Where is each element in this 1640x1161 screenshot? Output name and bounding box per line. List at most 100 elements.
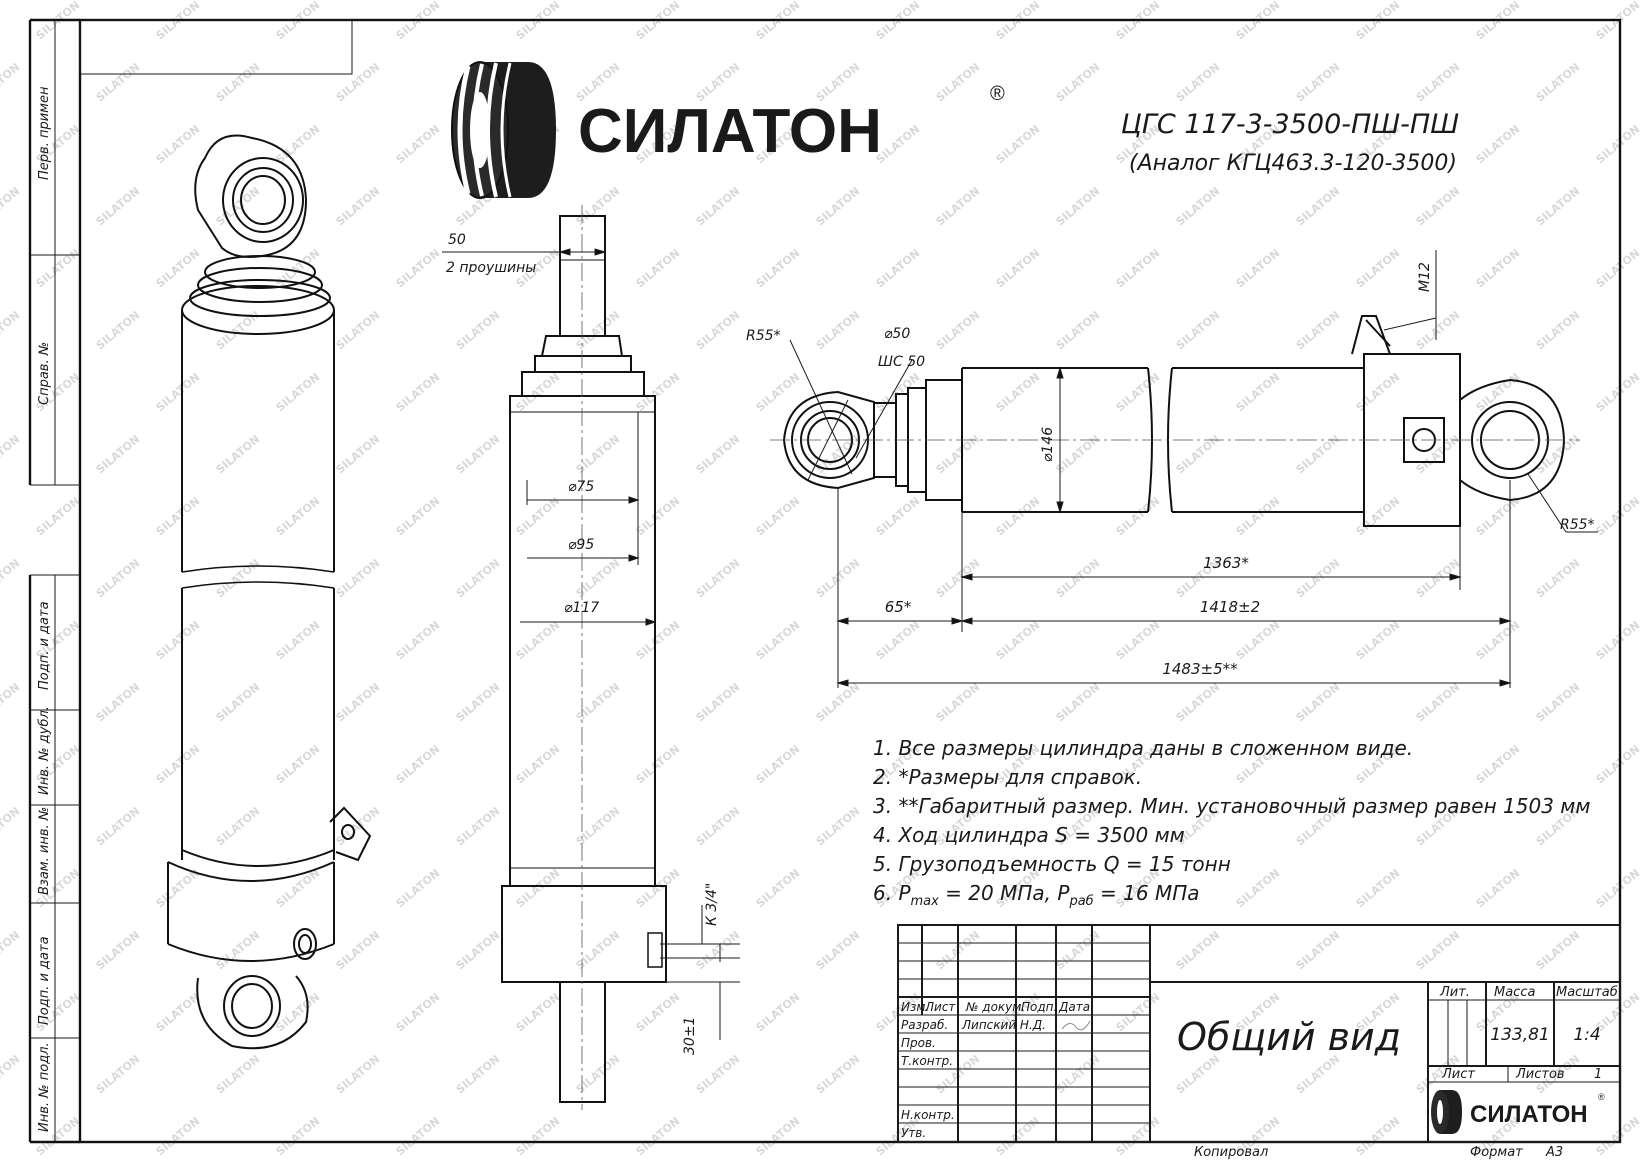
watermark-text: SILATON (1354, 866, 1403, 910)
watermark-text: SILATON (814, 928, 863, 972)
watermark-text: SILATON (1174, 184, 1223, 228)
watermark-text: SILATON (214, 804, 263, 848)
format-label: Формат (1470, 1145, 1523, 1160)
side-label-vzam: Взам. инв. № (37, 807, 52, 895)
note-4: 4. Ход цилиндра S = 3500 мм (873, 823, 1185, 847)
watermark-text: SILATON (754, 618, 803, 662)
watermark-text: SILATON (394, 494, 443, 538)
watermark-text: SILATON (634, 494, 683, 538)
tb-sheets-label: Листов (1515, 1067, 1565, 1082)
watermark-text: SILATON (1294, 308, 1343, 352)
registered-mark: ® (990, 83, 1005, 105)
dim-eye-note: 2 проушины (446, 260, 536, 276)
watermark-text: SILATON (274, 1114, 323, 1158)
watermark-text: SILATON (0, 804, 22, 848)
watermark-text: SILATON (454, 680, 503, 724)
watermark-text: SILATON (634, 246, 683, 290)
watermark-text: SILATON (94, 556, 143, 600)
watermark-text: SILATON (1354, 1114, 1403, 1158)
side-label-inv-podl: Инв. № подл. (37, 1042, 52, 1132)
watermark-text: SILATON (334, 432, 383, 476)
watermark-text: SILATON (1294, 680, 1343, 724)
tb-role-utv: Утв. (901, 1126, 926, 1140)
watermark-text: SILATON (1414, 60, 1463, 104)
tb-developer-name: Липский Н.Д. (961, 1018, 1046, 1032)
watermark-text: SILATON (274, 990, 323, 1034)
watermark-text: SILATON (1354, 618, 1403, 662)
watermark-text: SILATON (574, 432, 623, 476)
dim-1418: 1418±2 (1200, 598, 1260, 616)
watermark-text: SILATON (1594, 618, 1640, 662)
watermark-text: SILATON (394, 1114, 443, 1158)
watermark-text: SILATON (1414, 308, 1463, 352)
watermark-text: SILATON (454, 1052, 503, 1096)
watermark-text: SILATON (214, 1052, 263, 1096)
watermark-text: SILATON (754, 990, 803, 1034)
tb-scale-value: 1:4 (1573, 1025, 1600, 1045)
watermark-text: SILATON (274, 122, 323, 166)
watermark-text: SILATON (1294, 928, 1343, 972)
watermark-text: SILATON (154, 1114, 203, 1158)
dim-sh50: ШС 50 (878, 354, 925, 370)
watermark-text: SILATON (814, 804, 863, 848)
watermark-text: SILATON (454, 308, 503, 352)
watermark-text: SILATON (94, 928, 143, 972)
tb-header-podp: Подп. (1021, 1000, 1057, 1014)
watermark-text: SILATON (1054, 184, 1103, 228)
watermark-text: SILATON (634, 1114, 683, 1158)
watermark-text: SILATON (0, 928, 22, 972)
watermark-text: SILATON (0, 432, 22, 476)
watermark-text: SILATON (1174, 308, 1223, 352)
watermark-text: SILATON (1234, 618, 1283, 662)
tb-header-doc: № докум. (965, 1000, 1025, 1014)
note-1: 1. Все размеры цилиндра даны в сложенном… (873, 736, 1413, 760)
watermark-text: SILATON (1234, 494, 1283, 538)
watermark-text: SILATON (454, 804, 503, 848)
watermark-text: SILATON (94, 184, 143, 228)
dim-65: 65* (885, 598, 912, 616)
watermark-text: SILATON (214, 928, 263, 972)
side-label-podp-1: Подп. и дата (37, 601, 52, 690)
watermark-text: SILATON (214, 556, 263, 600)
watermark-text: SILATON (1234, 370, 1283, 414)
watermark-text: SILATON (394, 246, 443, 290)
product-analog: (Аналог КГЦ463.3-120-3500) (1129, 151, 1457, 176)
watermark-text: SILATON (154, 618, 203, 662)
watermark-text: SILATON (694, 432, 743, 476)
tb-role-razrab: Разраб. (901, 1018, 948, 1032)
watermark-text: SILATON (1294, 432, 1343, 476)
watermark-text: SILATON (754, 866, 803, 910)
watermark-text: SILATON (1054, 680, 1103, 724)
tb-header-list: Лист (924, 1000, 956, 1014)
watermark-text: SILATON (154, 246, 203, 290)
watermark-text: SILATON (154, 990, 203, 1034)
watermark-text: SILATON (1174, 432, 1223, 476)
watermark-text: SILATON (1594, 494, 1640, 538)
watermark-text: SILATON (1174, 1052, 1223, 1096)
watermark-text: SILATON (994, 122, 1043, 166)
watermark-text: SILATON (994, 1114, 1043, 1158)
watermark-text: SILATON (394, 990, 443, 1034)
watermark-text: SILATON (754, 246, 803, 290)
watermark-text: SILATON (754, 1114, 803, 1158)
watermark-text: SILATON (214, 680, 263, 724)
watermark-text: SILATON (454, 432, 503, 476)
watermark-text: SILATON (1354, 246, 1403, 290)
cylinder-3d-view (167, 134, 372, 1050)
note-6: 6. Pmax = 20 МПа, Pраб = 16 МПа (873, 881, 1200, 909)
format-value: А3 (1545, 1145, 1563, 1160)
watermark-text: SILATON (874, 370, 923, 414)
watermark-text: SILATON (454, 928, 503, 972)
watermark-text: SILATON (1534, 60, 1583, 104)
watermark-text: SILATON (1414, 928, 1463, 972)
watermark-text: SILATON (1594, 742, 1640, 786)
watermark-text: SILATON (514, 494, 563, 538)
dim-d95: ⌀95 (568, 537, 594, 553)
dim-d50: ⌀50 (884, 326, 910, 342)
tb-registered-mark: ® (1598, 1092, 1605, 1102)
watermark-text: SILATON (1114, 618, 1163, 662)
watermark-text: SILATON (1114, 246, 1163, 290)
watermark-text: SILATON (874, 618, 923, 662)
watermark-text: SILATON (934, 680, 983, 724)
dim-d117: ⌀117 (564, 600, 599, 616)
